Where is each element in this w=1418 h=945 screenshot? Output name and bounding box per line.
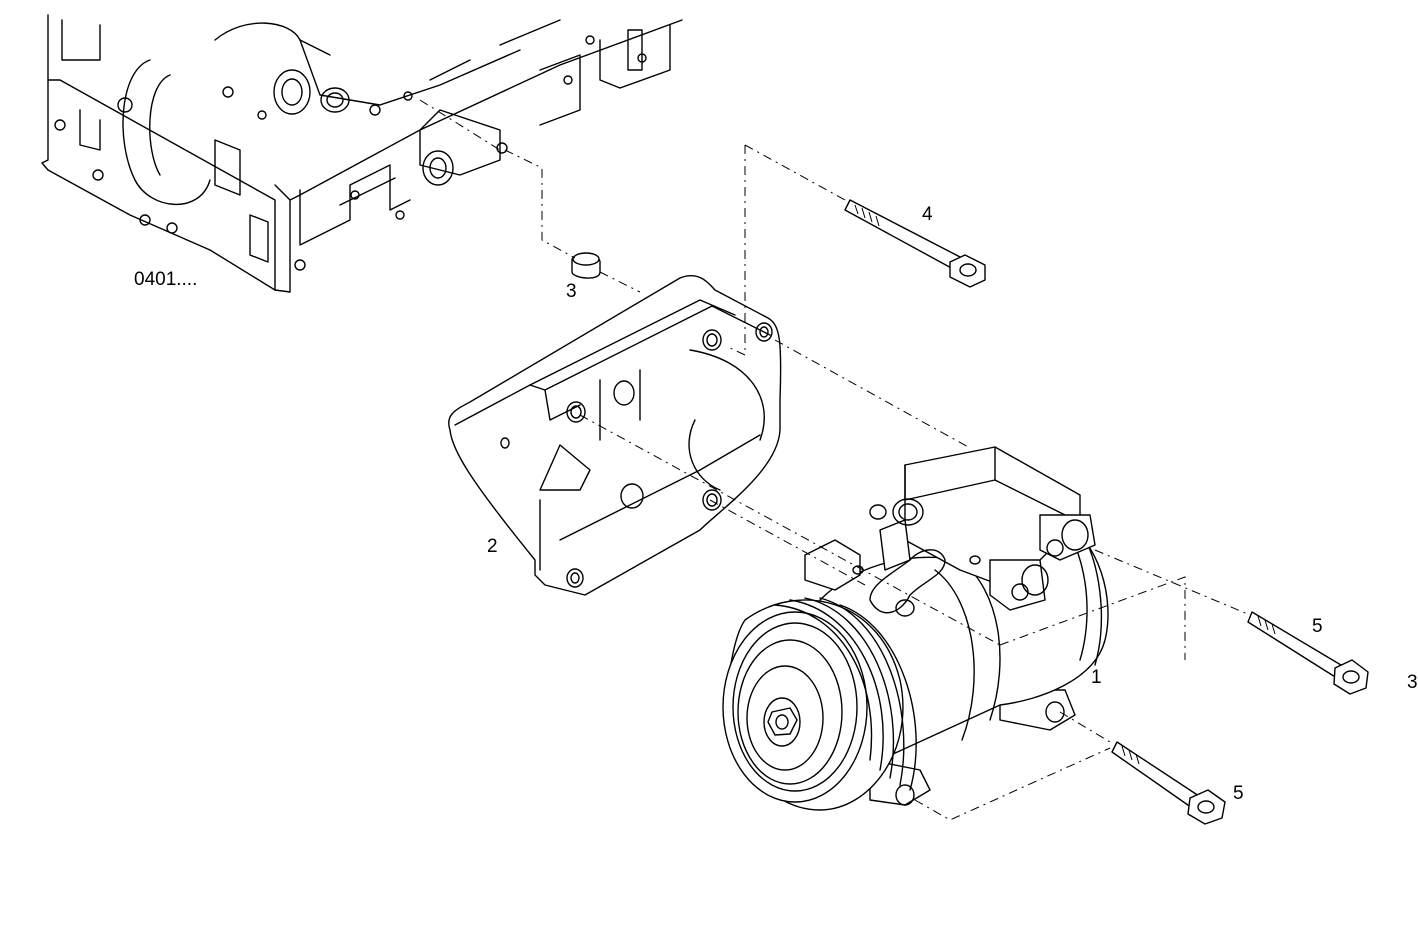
callout-edge-ref: 3 — [1407, 672, 1418, 693]
callout-compressor: 1 — [1091, 667, 1102, 688]
mounting-bracket — [448, 275, 782, 596]
lower-bolt-bottom — [1111, 741, 1226, 825]
engine-ref-label: 0401.... — [134, 269, 198, 290]
callout-lower-bolt-right: 5 — [1312, 616, 1323, 637]
ac-compressor — [722, 446, 1109, 811]
lower-bolt-right — [1247, 611, 1369, 695]
callout-bracket: 2 — [487, 536, 498, 557]
alignment-lines — [419, 99, 1251, 821]
callout-lower-bolt-bottom: 5 — [1233, 783, 1244, 804]
callout-bushing: 3 — [566, 281, 577, 302]
engine-block — [41, 14, 683, 293]
upper-bolt — [844, 199, 986, 288]
callout-upper-bolt: 4 — [922, 204, 933, 225]
bushing — [571, 252, 601, 279]
